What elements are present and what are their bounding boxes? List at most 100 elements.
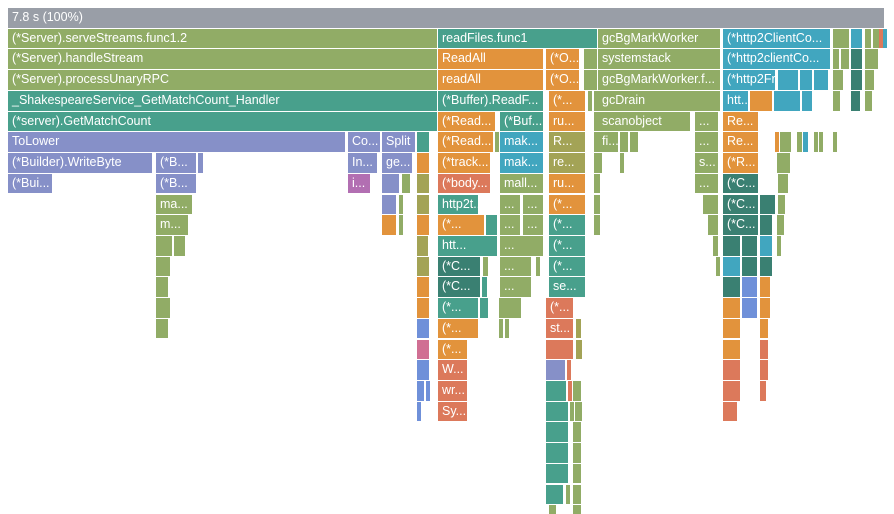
- flame-frame[interactable]: [833, 49, 839, 70]
- flame-frame[interactable]: ...: [695, 173, 718, 194]
- flame-frame[interactable]: [573, 463, 581, 484]
- flame-frame[interactable]: [546, 484, 563, 505]
- flame-frame[interactable]: [573, 422, 581, 443]
- flame-frame[interactable]: [480, 298, 484, 318]
- flame-frame[interactable]: (*C...: [723, 215, 758, 235]
- flame-frame[interactable]: (*Read...: [438, 111, 495, 132]
- flame-frame[interactable]: (*O...: [546, 49, 579, 70]
- flame-frame[interactable]: [760, 215, 772, 235]
- flame-frame[interactable]: [594, 111, 600, 132]
- flame-frame[interactable]: [584, 70, 597, 90]
- flame-frame[interactable]: (*C...: [438, 256, 480, 277]
- flame-frame[interactable]: [382, 173, 399, 194]
- flame-frame[interactable]: [499, 318, 503, 339]
- flame-frame[interactable]: ...: [695, 111, 718, 132]
- flame-frame[interactable]: [814, 70, 828, 90]
- flame-frame[interactable]: ge...: [382, 153, 412, 173]
- flame-frame[interactable]: ...: [500, 256, 531, 277]
- flame-frame[interactable]: [723, 401, 737, 422]
- flame-frame[interactable]: [546, 401, 568, 422]
- flame-frame[interactable]: (*C...: [723, 194, 758, 215]
- flame-frame[interactable]: (*Buffer).ReadF...: [438, 90, 543, 111]
- flame-frame[interactable]: [382, 194, 396, 215]
- flame-frame[interactable]: [417, 401, 421, 422]
- flame-frame[interactable]: [851, 28, 862, 49]
- flame-frame[interactable]: [570, 401, 574, 422]
- flame-frame[interactable]: ...: [500, 277, 531, 298]
- flame-frame[interactable]: [775, 132, 779, 152]
- flame-frame[interactable]: [482, 277, 487, 298]
- flame-frame[interactable]: readFiles.func1: [438, 28, 597, 49]
- flame-frame[interactable]: [760, 194, 775, 215]
- flame-frame[interactable]: http2t...: [438, 194, 478, 215]
- flame-frame[interactable]: (*...: [549, 215, 585, 235]
- flame-frame[interactable]: [576, 318, 581, 339]
- flame-frame[interactable]: [723, 256, 740, 277]
- flame-frame[interactable]: [760, 360, 768, 380]
- flame-frame[interactable]: [777, 215, 784, 235]
- flame-frame[interactable]: ToLower: [8, 132, 345, 152]
- flame-frame[interactable]: mak...: [500, 132, 543, 152]
- flame-frame[interactable]: [505, 318, 509, 339]
- flame-frame[interactable]: [716, 256, 720, 277]
- flame-frame[interactable]: [417, 173, 429, 194]
- flame-frame[interactable]: systemstack: [598, 49, 720, 70]
- flame-frame[interactable]: [742, 277, 757, 298]
- flame-frame[interactable]: [417, 318, 429, 339]
- flame-frame[interactable]: [546, 381, 566, 401]
- flame-frame[interactable]: re...: [549, 153, 585, 173]
- flame-frame[interactable]: [803, 132, 808, 152]
- flame-frame[interactable]: st...: [546, 318, 573, 339]
- flame-frame[interactable]: [495, 132, 499, 152]
- flame-frame[interactable]: [742, 235, 757, 256]
- flame-frame[interactable]: [567, 360, 571, 380]
- flame-frame[interactable]: [576, 339, 582, 360]
- flame-frame[interactable]: [417, 277, 429, 298]
- flame-frame[interactable]: [873, 28, 877, 49]
- flame-frame[interactable]: mall...: [500, 173, 543, 194]
- flame-frame[interactable]: [723, 339, 740, 360]
- flame-frame[interactable]: [723, 381, 740, 401]
- flame-frame[interactable]: ...: [500, 235, 543, 256]
- flame-frame[interactable]: ...: [523, 194, 543, 215]
- flame-frame[interactable]: [402, 173, 406, 194]
- flame-frame[interactable]: [584, 49, 597, 70]
- flame-frame[interactable]: [833, 28, 849, 49]
- flame-frame[interactable]: (*...: [549, 194, 585, 215]
- flame-frame[interactable]: [594, 194, 600, 215]
- flame-frame[interactable]: [417, 132, 429, 152]
- flame-frame[interactable]: (*...: [546, 298, 573, 318]
- flame-frame[interactable]: [382, 215, 396, 235]
- flame-frame[interactable]: [841, 49, 849, 70]
- flame-frame[interactable]: Co...: [348, 132, 380, 152]
- flame-frame[interactable]: [750, 90, 772, 111]
- flame-frame[interactable]: [778, 173, 788, 194]
- flame-frame[interactable]: m...: [156, 215, 188, 235]
- flame-frame[interactable]: [598, 153, 602, 173]
- flame-frame[interactable]: (*Builder).WriteByte: [8, 153, 152, 173]
- flame-frame[interactable]: [780, 132, 791, 152]
- flame-frame[interactable]: [851, 90, 860, 111]
- flame-frame[interactable]: [594, 215, 600, 235]
- flame-frame[interactable]: wr...: [438, 381, 467, 401]
- flame-frame[interactable]: [573, 381, 581, 401]
- flame-frame[interactable]: (*Read...: [438, 132, 493, 152]
- flame-frame[interactable]: [778, 194, 785, 215]
- flame-frame[interactable]: [406, 173, 410, 194]
- flame-frame[interactable]: [760, 381, 766, 401]
- flame-frame[interactable]: [594, 132, 600, 152]
- flame-frame[interactable]: (*B...: [156, 173, 196, 194]
- flame-frame[interactable]: [833, 90, 840, 111]
- flame-frame[interactable]: (*R...: [723, 153, 758, 173]
- flame-frame[interactable]: [484, 298, 488, 318]
- flame-frame[interactable]: [417, 256, 429, 277]
- flame-frame[interactable]: ...: [500, 215, 520, 235]
- flame-frame[interactable]: [156, 318, 168, 339]
- flame-frame[interactable]: [156, 235, 172, 256]
- flame-frame[interactable]: [417, 381, 424, 401]
- flame-frame[interactable]: [723, 318, 740, 339]
- flame-frame[interactable]: [399, 194, 403, 215]
- flame-frame[interactable]: [760, 256, 772, 277]
- flame-frame[interactable]: htt...: [723, 90, 748, 111]
- flame-frame[interactable]: [573, 443, 581, 463]
